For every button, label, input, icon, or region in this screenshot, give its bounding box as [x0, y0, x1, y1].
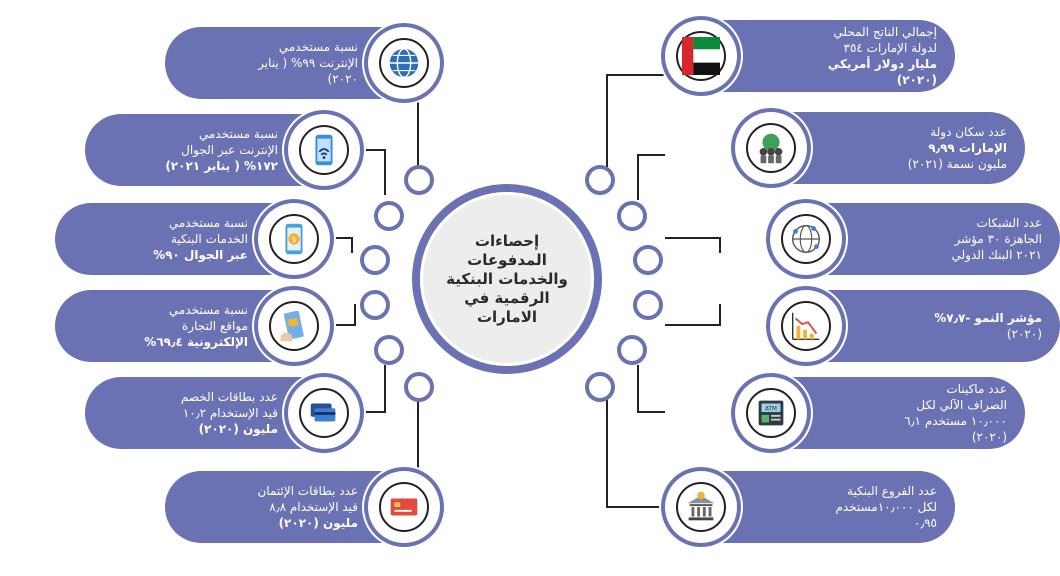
svg-text:$: $ [292, 235, 297, 244]
credit-card-icon [379, 482, 429, 532]
stat-card-credit-cards: عدد بطاقات الإئتمان قيد الإستخدام ٨٫٨ مل… [165, 471, 440, 543]
connector-node [585, 165, 615, 195]
connector-node [617, 335, 647, 365]
stat-card-ecommerce: نسبة مستخدمي مواقع التجارة الإلكترونية ٦… [55, 290, 330, 362]
uae-flag-icon [676, 31, 726, 81]
connector-node [585, 372, 615, 402]
stat-line: لكل ١٠٫٠٠٠مستخدم [835, 500, 937, 514]
stat-line: (٢٠٢٠) [1006, 327, 1042, 341]
stat-line: نسبة مستخدمي [198, 127, 278, 141]
network-icon [781, 214, 831, 264]
stat-line: ١٠٫٠٠٠ مستخدم ٦٫١ [904, 414, 1007, 428]
stat-line: مليون (٢٠٢٠) [278, 516, 358, 530]
connector-node [360, 290, 390, 320]
stat-line: ٠٫٩٥ [913, 516, 937, 530]
stat-line: الجاهزة ٣٠ مؤشر [954, 232, 1042, 246]
stat-line: الإمارات ٩٫٩٩ [928, 141, 1007, 155]
stat-line: (٢٠٢٠) [971, 430, 1007, 444]
stat-line: الصراف الآلي لكل [916, 398, 1007, 412]
globe-icon [379, 38, 429, 88]
stat-line: الإلكترونية ٦٩٫٤% [144, 335, 248, 349]
debit-cards-icon [299, 388, 349, 438]
stat-line: ١٧٢% ( يناير ٢٠٢١) [165, 159, 278, 173]
stat-line: عبر الجوال ٩٠% [153, 248, 248, 262]
stat-line: نسبة مستخدمي [168, 216, 248, 230]
stat-card-atm: ATM عدد ماكينات الصراف الآلي لكل ١٠٫٠٠٠ … [735, 377, 1025, 449]
stat-line: عدد ماكينات [946, 382, 1007, 396]
connector-node [360, 245, 390, 275]
mobile-wifi-icon [299, 125, 349, 175]
connector-node [374, 335, 404, 365]
infographic: إحصاءات المدفوعات والخدمات البنكية الرقم… [55, 20, 1060, 543]
connector-node [374, 201, 404, 231]
stat-card-population: عدد سكان دولة الإمارات ٩٫٩٩ مليون نسمة (… [735, 112, 1025, 184]
atm-icon: ATM [746, 388, 796, 438]
connector-node [404, 165, 434, 195]
svg-text:ATM: ATM [765, 407, 777, 413]
stat-card-mobile-internet: نسبة مستخدمي الإنترنت عبر الجوال ١٧٢% ( … [85, 114, 360, 186]
stat-card-debit-cards: عدد بطاقات الخصم قيد الإستخدام ١٠٫٢ مليو… [85, 377, 360, 449]
stat-line: مليون (٢٠٢٠) [198, 422, 278, 436]
mobile-payment-icon: $ [269, 214, 319, 264]
stat-card-networks: عدد الشبكات الجاهزة ٣٠ مؤشر ٢٠٢١ البنك ا… [770, 203, 1060, 275]
connector-node [633, 290, 663, 320]
center-circle: إحصاءات المدفوعات والخدمات البنكية الرقم… [420, 192, 594, 366]
stat-card-mobile-banking: نسبة مستخدمي الخدمات البنكية عبر الجوال … [55, 203, 330, 275]
connector-node [633, 245, 663, 275]
population-icon [746, 123, 796, 173]
center-title: إحصاءات المدفوعات والخدمات البنكية الرقم… [446, 231, 568, 326]
stat-line: ٢٠٢٠) [327, 72, 358, 86]
stat-line: لدولة الإمارات ٣٥٤ [843, 41, 938, 55]
stat-line: (٢٠٢٠) [896, 73, 937, 87]
stat-line: الإنترنت ٩٩% ( يناير [258, 56, 358, 70]
stat-line: مليون نسمة (٢٠٢١) [907, 157, 1007, 171]
stat-line: مليار دولار أمريكي [827, 57, 937, 71]
stat-card-internet-users: نسبة مستخدمي الإنترنت ٩٩% ( يناير ٢٠٢٠) [165, 27, 440, 99]
stat-card-gdp: إجمالي الناتج المحلي لدولة الإمارات ٣٥٤ … [665, 20, 955, 92]
stat-card-bank-branches: عدد الفروع البنكية لكل ١٠٫٠٠٠مستخدم ٠٫٩٥ [665, 471, 955, 543]
ecommerce-icon [269, 301, 319, 351]
stat-line: عدد الفروع البنكية [847, 484, 937, 498]
stat-line: إجمالي الناتج المحلي [833, 25, 937, 39]
stat-line: مواقع التجارة [182, 319, 248, 333]
stat-card-growth: مؤشر النمو -٧٫٧% (٢٠٢٠) [770, 290, 1060, 362]
connector-node [404, 372, 434, 402]
bank-icon [676, 482, 726, 532]
stat-line: نسبة مستخدمي [168, 303, 248, 317]
growth-chart-icon [781, 301, 831, 351]
stat-line: نسبة مستخدمي [278, 40, 358, 54]
stat-line: عدد الشبكات [976, 216, 1042, 230]
stat-line: ٢٠٢١ البنك الدولي [951, 248, 1043, 262]
connector-node [617, 201, 647, 231]
stat-line: عدد سكان دولة [930, 125, 1007, 139]
stat-line: الخدمات البنكية [170, 232, 248, 246]
stat-line: الإنترنت عبر الجوال [181, 143, 278, 157]
stat-line: قيد الإستخدام ١٠٫٢ [182, 406, 278, 420]
stat-line: مؤشر النمو -٧٫٧% [934, 311, 1042, 325]
stat-line: قيد الإستخدام ٨٫٨ [269, 500, 358, 514]
stat-line: عدد بطاقات الإئتمان [257, 484, 358, 498]
stat-line: عدد بطاقات الخصم [180, 390, 278, 404]
